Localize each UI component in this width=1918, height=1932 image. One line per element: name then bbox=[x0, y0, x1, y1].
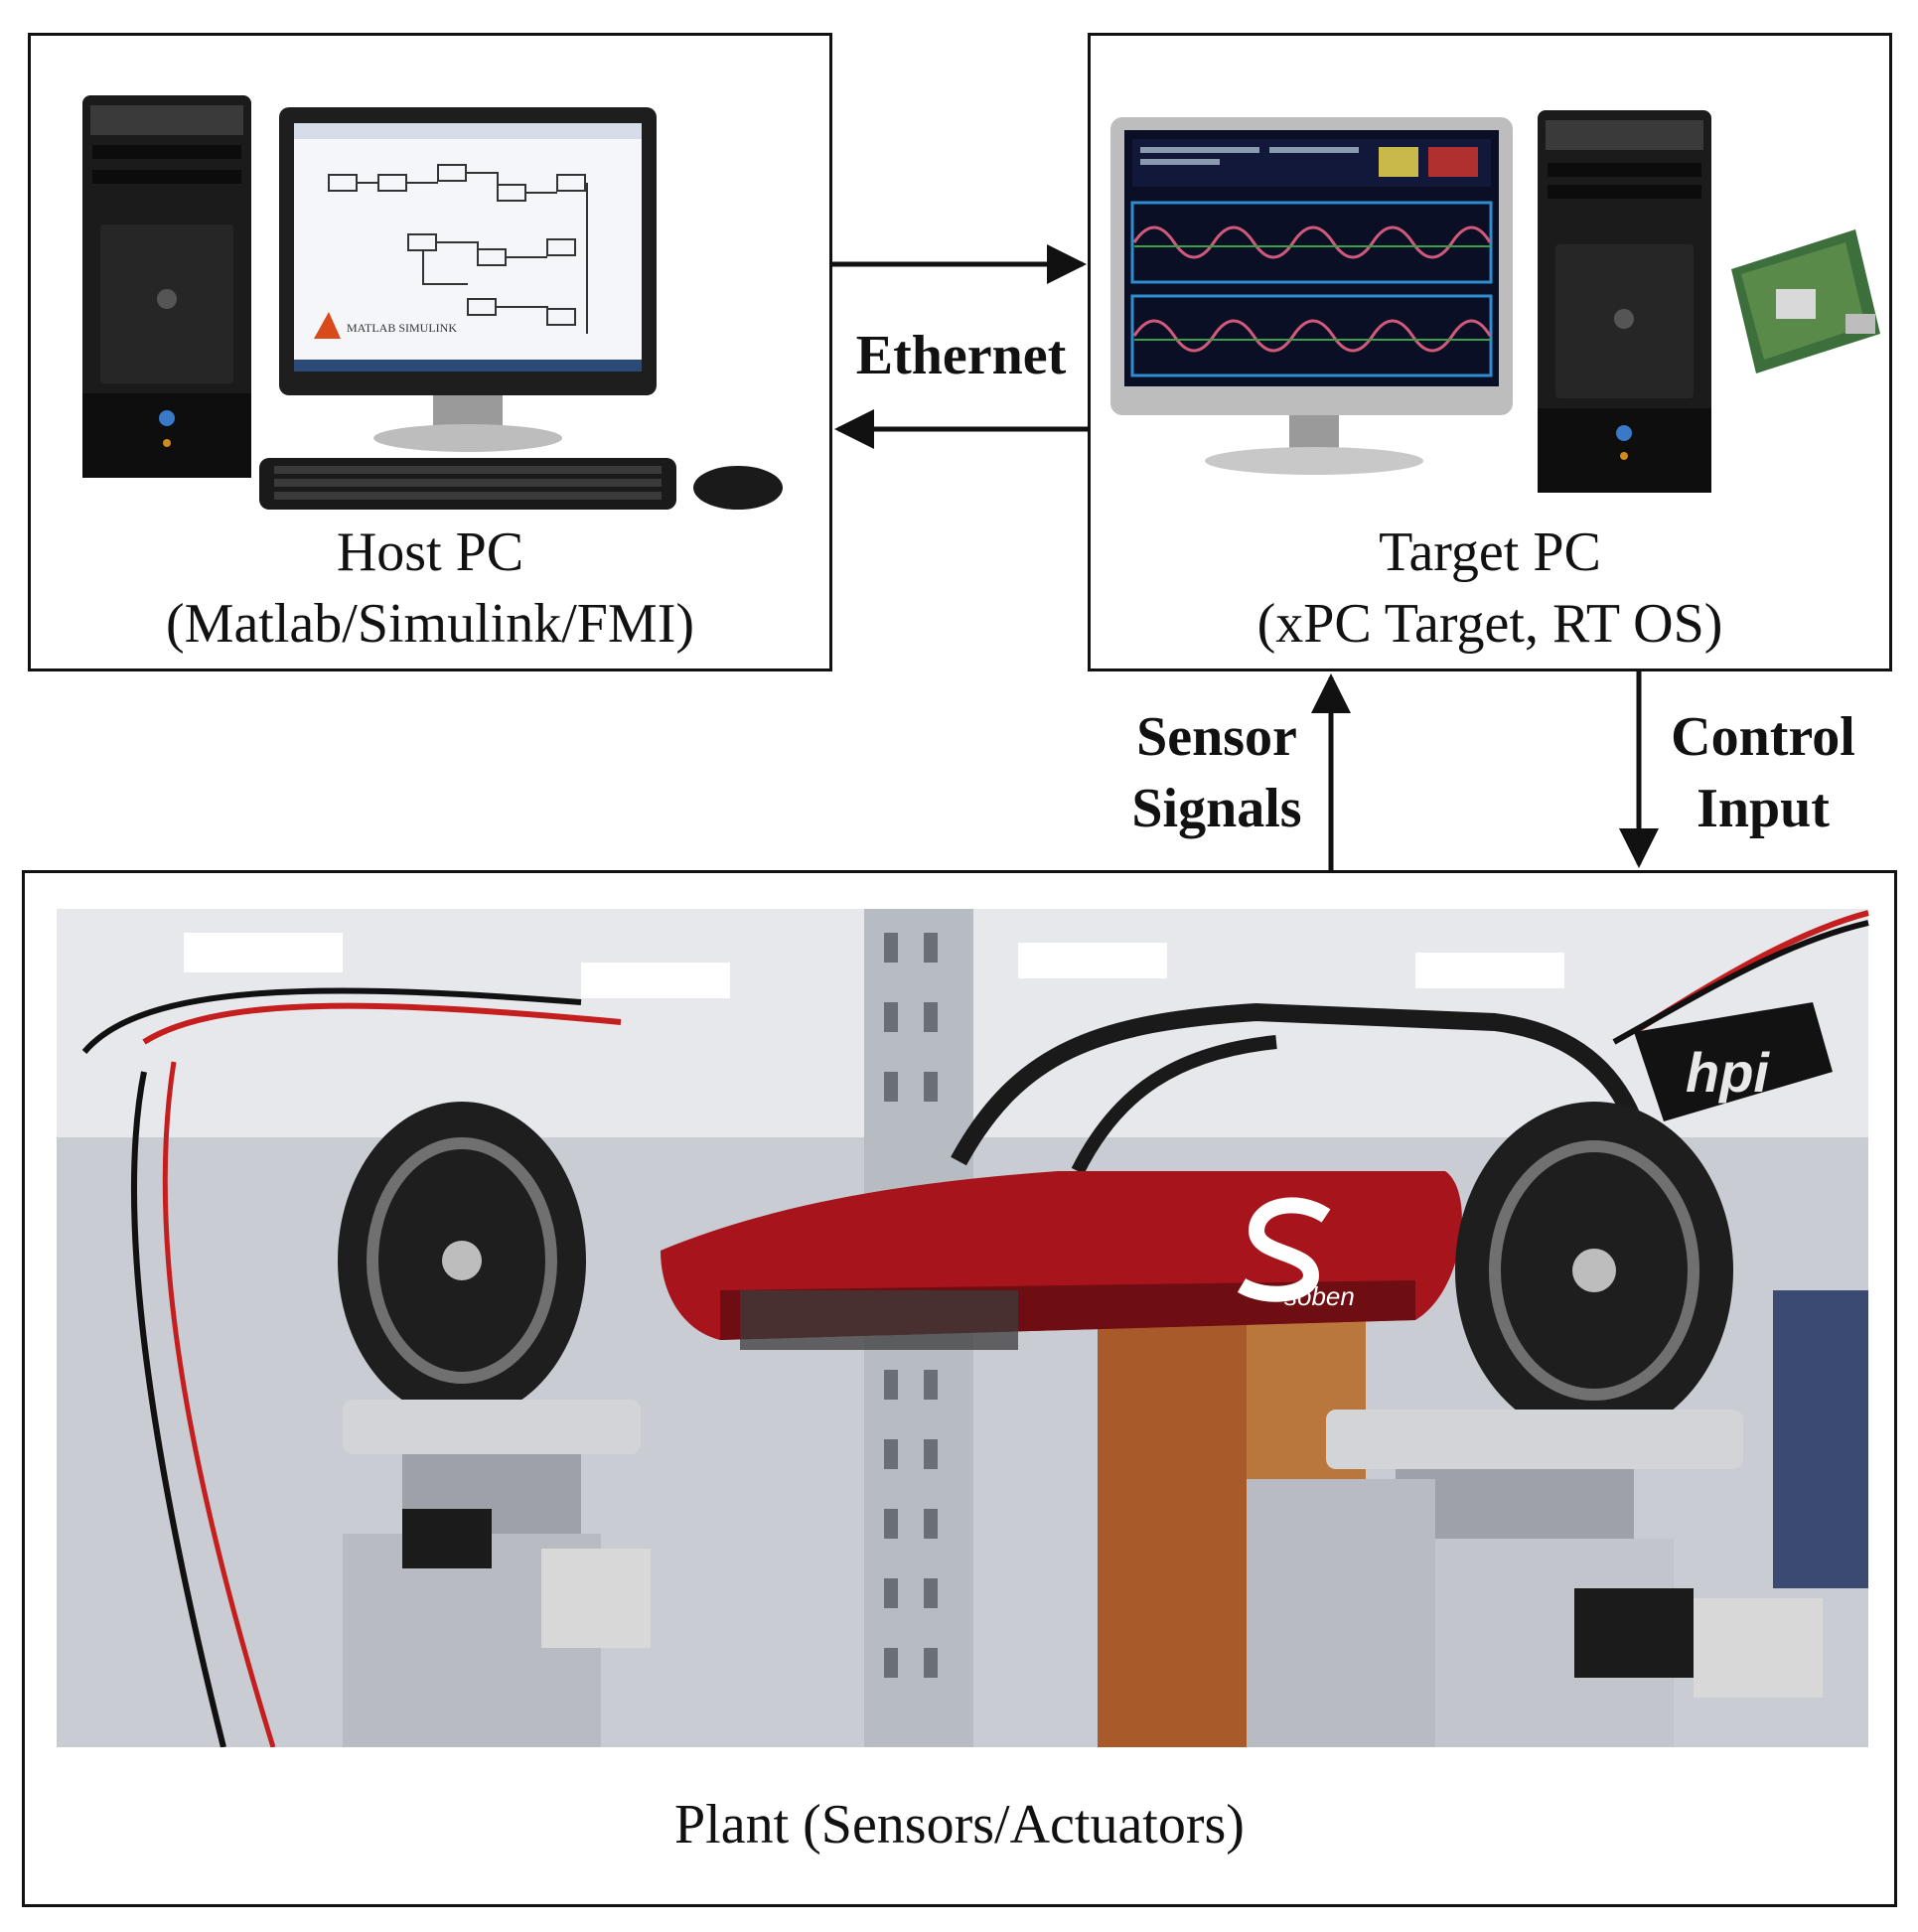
target-pc-title: Target PC bbox=[1379, 521, 1601, 583]
io-card-icon bbox=[1731, 229, 1880, 373]
rear-wheel bbox=[1455, 1102, 1733, 1439]
host-pc-title: Host PC bbox=[336, 521, 524, 583]
plant-box: hpi soben bbox=[22, 870, 1897, 1907]
control-label-line1: Control bbox=[1671, 706, 1855, 768]
simulink-logo-text: MATLAB SIMULINK bbox=[347, 321, 457, 335]
rear-actuator bbox=[1247, 1410, 1823, 1747]
target-tower bbox=[1538, 110, 1711, 493]
hpi-logo-text: hpi bbox=[1686, 1041, 1770, 1104]
host-pc-box: MATLAB SIMULINK Host PC (Matlab/Simulink… bbox=[28, 33, 832, 671]
plant-photo: hpi soben bbox=[57, 909, 1869, 1747]
ethernet-label: Ethernet bbox=[855, 325, 1067, 386]
control-input-label: Control Input bbox=[1649, 701, 1877, 844]
host-tower bbox=[82, 95, 251, 478]
target-pc-illustration bbox=[1110, 110, 1880, 493]
target-monitor bbox=[1110, 117, 1513, 475]
control-label-line2: Input bbox=[1697, 778, 1830, 839]
host-pc-subtitle: (Matlab/Simulink/FMI) bbox=[166, 593, 694, 655]
plant-caption: Plant (Sensors/Actuators) bbox=[674, 1794, 1245, 1856]
soben-logo-text: soben bbox=[1284, 1281, 1355, 1311]
host-pc-illustration: MATLAB SIMULINK bbox=[82, 95, 783, 510]
sensor-label-line2: Signals bbox=[1131, 778, 1302, 839]
sensor-signals-label: Sensor Signals bbox=[1112, 701, 1321, 844]
host-keyboard bbox=[259, 458, 676, 510]
host-monitor: MATLAB SIMULINK bbox=[279, 107, 657, 452]
target-pc-box: Target PC (xPC Target, RT OS) bbox=[1088, 33, 1892, 671]
target-pc-subtitle: (xPC Target, RT OS) bbox=[1256, 593, 1723, 655]
sensor-label-line1: Sensor bbox=[1136, 706, 1297, 768]
front-wheel bbox=[338, 1102, 586, 1419]
front-actuator bbox=[343, 1400, 651, 1747]
rc-car-body: soben bbox=[661, 1171, 1462, 1350]
host-mouse bbox=[693, 466, 783, 510]
